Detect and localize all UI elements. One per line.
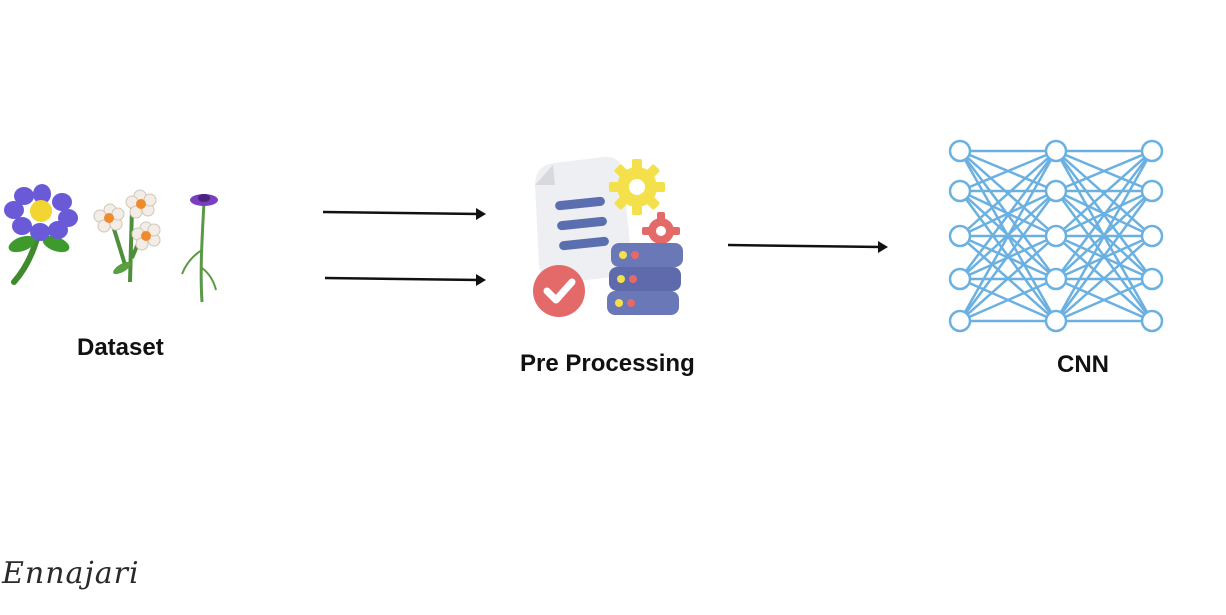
network-edge: [1055, 235, 1153, 322]
network-node: [948, 179, 972, 203]
network-edge: [1055, 150, 1153, 280]
arrow-dataset-to-preprocessing-top: [322, 208, 486, 220]
network-node: [1044, 267, 1068, 291]
network-edge: [1055, 149, 1153, 193]
cnn-label: CNN: [1057, 351, 1109, 378]
signature: Ennajari: [2, 556, 140, 591]
preprocessing-label: Pre Processing: [520, 350, 695, 377]
network-node: [1140, 267, 1164, 291]
arrow-dataset-to-preprocessing-bottom: [324, 274, 486, 286]
network-node: [1044, 179, 1068, 203]
network-connections: [958, 149, 1154, 323]
network-edge: [959, 277, 1057, 323]
network-node: [1044, 309, 1068, 333]
network-node: [1140, 224, 1164, 248]
document-gear-server-icon: [533, 156, 683, 317]
flower-purple-stem-icon: [181, 194, 218, 303]
network-edge: [959, 235, 1057, 322]
network-edge: [959, 150, 1057, 280]
network-node: [1044, 224, 1068, 248]
network-node: [948, 139, 972, 163]
network-edge: [1054, 190, 1154, 322]
network-node: [1140, 179, 1164, 203]
network-edge: [959, 149, 1057, 193]
arrow-preprocessing-to-cnn: [727, 241, 888, 253]
network-node: [1140, 139, 1164, 163]
network-edge: [959, 150, 1057, 237]
network-edge: [958, 190, 1058, 322]
network-edge: [1055, 277, 1153, 323]
network-node: [1140, 309, 1164, 333]
network-node: [1044, 139, 1068, 163]
network-node: [948, 267, 972, 291]
neural-network-icon: [948, 139, 1164, 333]
network-edge: [1055, 150, 1153, 237]
network-node: [948, 309, 972, 333]
flower-blue-daisy-icon: [4, 184, 78, 285]
network-edge: [1054, 150, 1154, 322]
dataset-label: Dataset: [77, 334, 164, 361]
flower-white-cluster-icon: [93, 189, 161, 283]
network-node: [948, 224, 972, 248]
network-edge: [958, 150, 1058, 322]
